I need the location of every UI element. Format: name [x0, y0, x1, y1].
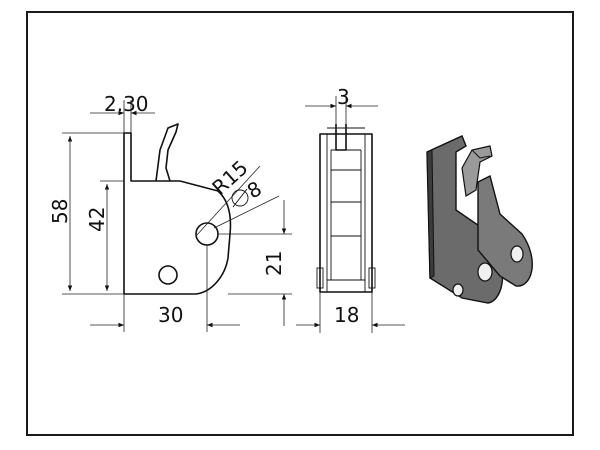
- front-tab: [155, 123, 179, 182]
- front-view: 2.30 58 42 R15 8 21 30: [48, 92, 292, 332]
- iso-hole-large: [477, 262, 493, 282]
- dim-plate-height-label: 42: [85, 207, 109, 232]
- dim-width-label: 30: [158, 303, 183, 327]
- isometric-view: [426, 135, 533, 304]
- dim-hole-height-label: 21: [262, 251, 286, 276]
- iso-hole-small: [452, 283, 464, 297]
- front-hole-large: [195, 222, 219, 246]
- dim-side-width-label: 18: [334, 303, 359, 327]
- side-view: 3 18: [296, 85, 405, 333]
- iso-tab: [461, 145, 493, 197]
- dim-slot-label: 3: [337, 85, 350, 109]
- diameter-icon: [231, 188, 249, 208]
- dim-total-height-label: 58: [48, 199, 72, 224]
- front-plate-outline: [123, 132, 232, 295]
- side-outline: [319, 133, 373, 293]
- front-hole-small: [158, 265, 178, 285]
- iso-hole-front: [510, 245, 524, 263]
- dim-thickness-label: 2.30: [104, 92, 149, 116]
- dim-hole-label: 8: [243, 176, 266, 203]
